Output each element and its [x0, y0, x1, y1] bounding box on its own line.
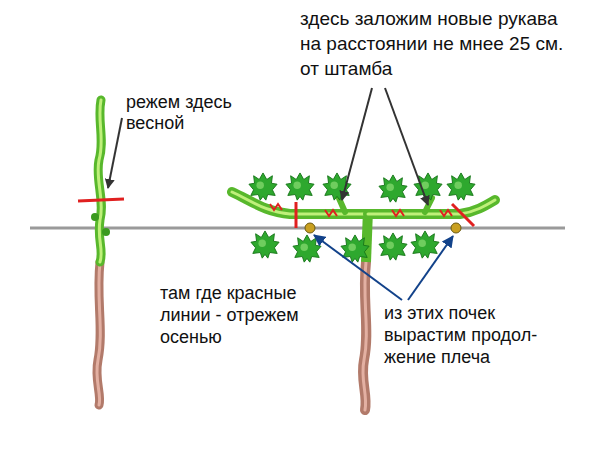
new-arms-note: здесь заложим новые рукава на расстоянии…	[300, 6, 572, 81]
buds-note: из этих почек вырастим продол- жение пле…	[384, 302, 552, 368]
autumn-cut-note: там где красные линии - отрежем осенью	[160, 282, 332, 348]
spring-cut-note: режем здесь весной	[126, 92, 238, 134]
